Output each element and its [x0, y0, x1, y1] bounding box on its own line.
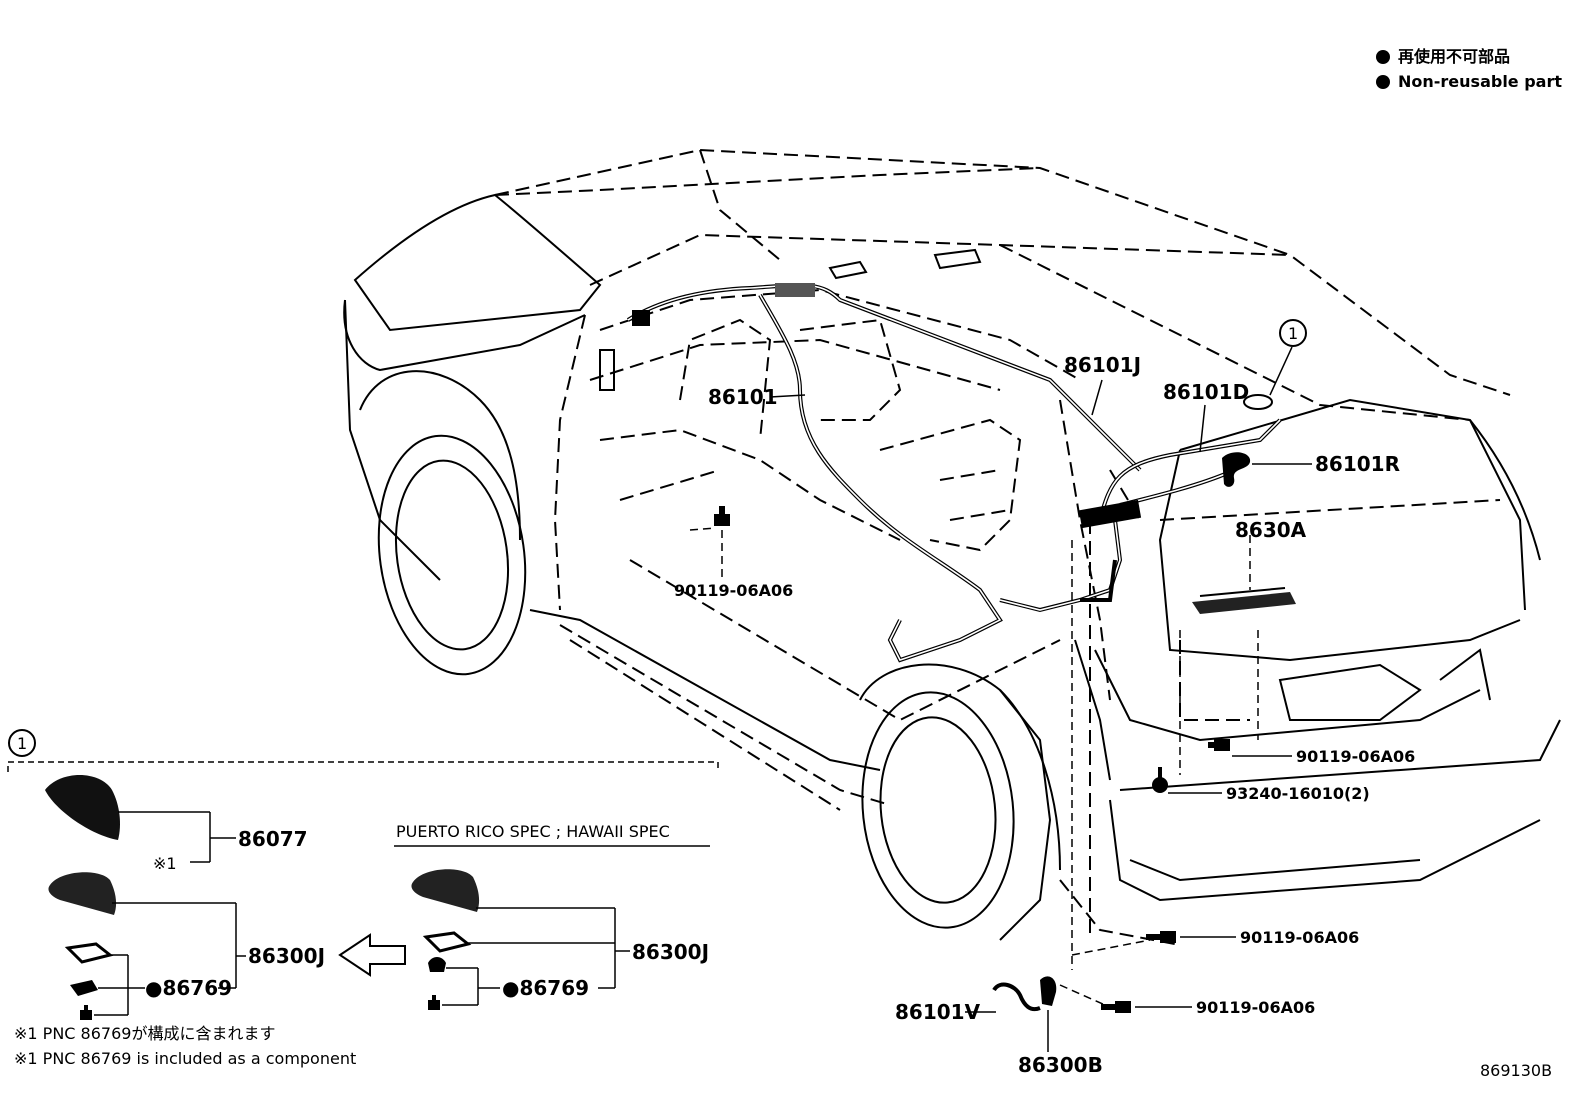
legend-en: Non-reusable part [1398, 72, 1562, 91]
roof-antenna-base-icon [1243, 394, 1273, 410]
label-90119-a: 90119-06A06 [674, 581, 793, 600]
connector-icon [1078, 499, 1142, 529]
label-86101R: 86101R [1315, 452, 1400, 476]
screw-icon [428, 995, 440, 1010]
antenna-base-86300J-icon [48, 872, 117, 915]
arrow-left-icon [338, 933, 406, 977]
clip-86769-icon [428, 957, 446, 972]
detail-marker-number: 1 [17, 734, 27, 753]
86101R-clip-icon [1222, 452, 1251, 487]
label-86769-left: ●86769 [145, 976, 232, 1000]
legend: 再使用不可部品 Non-reusable part [1376, 47, 1562, 91]
86300B-antenna-icon [1040, 976, 1057, 1006]
label-86101: 86101 [708, 385, 778, 409]
label-90119-d: 90119-06A06 [1196, 998, 1315, 1017]
label-86300B: 86300B [1018, 1053, 1103, 1077]
detail-inset: 1 ※1 86077 86300J ●86769 PUERTO RICO SPE… [7, 729, 719, 1020]
amplifier-8630A-icon [1192, 587, 1296, 614]
vehicle-parts [714, 394, 1296, 1013]
note-ref-86077: ※1 [153, 854, 177, 873]
bolt-icon [1152, 767, 1168, 793]
bolt-icon [1146, 931, 1176, 943]
vehicle-illustration [343, 148, 1561, 946]
vehicle-callouts: 86101 86101J 86101D 86101R 8630A 90119-0… [674, 319, 1415, 1077]
non-reusable-dot-icon [1376, 50, 1390, 64]
bolt-icon [1101, 1001, 1131, 1013]
figure-id: 869130B [1480, 1061, 1552, 1080]
legend-jp: 再使用不可部品 [1398, 47, 1510, 66]
footnotes: ※1 PNC 86769が構成に含まれます ※1 PNC 86769 is in… [14, 1024, 356, 1068]
label-93240: 93240-16010(2) [1226, 784, 1370, 803]
gasket-icon [64, 942, 114, 964]
leader-lines [689, 346, 1312, 1052]
screw-icon [80, 1005, 92, 1020]
antenna-base-86300J-icon [411, 869, 480, 912]
roof-marker-circle [1279, 319, 1307, 347]
spec-label: PUERTO RICO SPEC ; HAWAII SPEC [396, 822, 670, 841]
antenna-harness-route [599, 283, 1282, 663]
label-86101J: 86101J [1064, 353, 1141, 377]
label-86101V: 86101V [895, 1000, 981, 1024]
connector-icon [599, 349, 615, 391]
footnote-en: ※1 PNC 86769 is included as a component [14, 1049, 356, 1068]
label-90119-b: 90119-06A06 [1296, 747, 1415, 766]
label-86300J-left: 86300J [248, 944, 325, 968]
non-reusable-dot-icon [1376, 75, 1390, 89]
bolt-icon [714, 506, 730, 526]
label-86077: 86077 [238, 827, 308, 851]
86101V-cable-icon [992, 982, 1041, 1012]
footnote-jp: ※1 PNC 86769が構成に含まれます [14, 1024, 275, 1043]
label-90119-c: 90119-06A06 [1240, 928, 1359, 947]
detail-marker-circle [8, 729, 36, 757]
label-86769-right: ●86769 [502, 976, 589, 1000]
connector-icon [632, 310, 650, 326]
connector-icon [775, 283, 815, 297]
gasket-icon [422, 931, 472, 953]
bolt-icon [1208, 739, 1230, 751]
clip-86769-icon [70, 980, 98, 996]
label-8630A: 8630A [1235, 518, 1307, 542]
label-86101D: 86101D [1163, 380, 1249, 404]
label-86300J-right: 86300J [632, 940, 709, 964]
antenna-cover-86077-icon [45, 775, 120, 840]
roof-marker-number: 1 [1288, 324, 1298, 343]
